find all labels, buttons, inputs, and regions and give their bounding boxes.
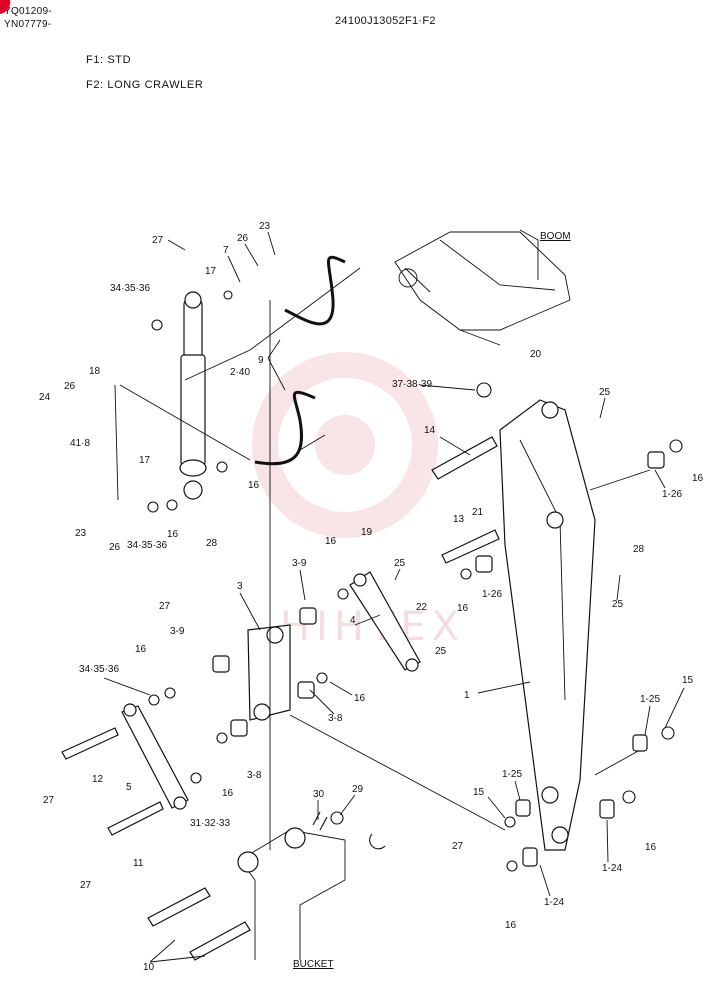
callout-23b: 23 — [75, 528, 87, 539]
callout-34-35-36: 34·35·36 — [110, 283, 150, 294]
callout-17: 17 — [205, 266, 217, 277]
callout-labels: BOOM BUCKET 27 23 26 7 17 34·35·36 9 2·4… — [39, 221, 704, 973]
callout-26c: 26 — [109, 542, 121, 553]
callout-13: 13 — [453, 514, 465, 525]
note-f2: F2: LONG CRAWLER — [86, 79, 204, 91]
watermark-logo — [252, 352, 438, 538]
callout-16h: 16 — [222, 788, 234, 799]
callout-18: 18 — [89, 366, 101, 377]
callout-2-40: 2·40 — [230, 367, 250, 378]
callout-1-25b: 1-25 — [502, 769, 522, 780]
callout-30: 30 — [313, 789, 325, 800]
callout-25: 25 — [599, 387, 611, 398]
callout-10: 10 — [143, 962, 155, 973]
note-f1: F1: STD — [86, 54, 132, 66]
callout-34-35-36b: 34·35·36 — [127, 540, 167, 551]
callout-41-8: 41·8 — [70, 438, 90, 449]
callout-14: 14 — [424, 425, 436, 436]
callout-5: 5 — [126, 782, 132, 793]
callout-1-24b: 1-24 — [544, 897, 564, 908]
pins — [61, 436, 500, 836]
callout-1: 1 — [464, 690, 470, 701]
callout-12: 12 — [92, 774, 104, 785]
callout-1-24: 1-24 — [602, 863, 622, 874]
arm-cylinder — [179, 291, 207, 500]
callout-27b: 27 — [159, 601, 171, 612]
callout-24: 24 — [39, 392, 51, 403]
callout-27d: 27 — [452, 841, 464, 852]
callout-15: 15 — [682, 675, 694, 686]
callout-27e: 27 — [80, 880, 92, 891]
callout-16g: 16 — [354, 693, 366, 704]
callout-3-9: 3-9 — [292, 558, 307, 569]
callout-3-8b: 3-8 — [247, 770, 262, 781]
callout-37-38-39: 37·38·39 — [392, 379, 432, 390]
callout-16e: 16 — [457, 603, 469, 614]
boom-outline — [394, 231, 571, 346]
small-hardware — [147, 290, 683, 872]
callout-15b: 15 — [473, 787, 485, 798]
callout-25c: 25 — [612, 599, 624, 610]
link-5 — [121, 703, 189, 810]
corner-mark — [0, 0, 11, 14]
callout-27c: 27 — [43, 795, 55, 806]
callout-9: 9 — [258, 355, 264, 366]
callout-16c: 16 — [167, 529, 179, 540]
callout-20: 20 — [530, 349, 542, 360]
callout-11: 11 — [133, 858, 144, 869]
label-bucket: BUCKET — [293, 959, 334, 970]
callout-16b: 16 — [692, 473, 704, 484]
callout-31-32-33: 31·32·33 — [190, 818, 230, 829]
callout-28b: 28 — [633, 544, 645, 555]
callout-3-8: 3-8 — [328, 713, 343, 724]
callout-16: 16 — [248, 480, 260, 491]
callout-19: 19 — [361, 527, 373, 538]
callout-26: 26 — [237, 233, 249, 244]
callout-16i: 16 — [645, 842, 657, 853]
hose-lower — [254, 390, 316, 466]
callout-25d: 25 — [435, 646, 447, 657]
callout-22: 22 — [416, 602, 428, 613]
callout-3-9b: 3-9 — [170, 626, 185, 637]
serial-range-1: YQ01209- — [4, 6, 52, 17]
part-number: 24100J13052F1·F2 — [335, 15, 436, 27]
link-4 — [349, 571, 421, 672]
callout-29: 29 — [352, 784, 364, 795]
callout-1-26b: 1-26 — [482, 589, 502, 600]
leader-lines — [114, 229, 651, 850]
callout-21: 21 — [472, 507, 484, 518]
hose-upper — [284, 255, 346, 326]
callout-1-25: 1-25 — [640, 694, 660, 705]
callout-leaders — [103, 231, 685, 963]
callout-23: 23 — [259, 221, 271, 232]
callout-28: 28 — [206, 538, 218, 549]
callout-16f: 16 — [135, 644, 147, 655]
arm-main — [499, 399, 596, 851]
callout-26b: 26 — [64, 381, 76, 392]
callout-16j: 16 — [505, 920, 517, 931]
callout-34-35-36c: 34·35·36 — [79, 664, 119, 675]
bucket-bracket — [147, 827, 346, 961]
serial-range-2: YN07779- — [4, 19, 52, 30]
callout-27: 27 — [152, 235, 164, 246]
callout-17b: 17 — [139, 455, 151, 466]
callout-25b: 25 — [394, 558, 406, 569]
callout-16d: 16 — [325, 536, 337, 547]
callout-3: 3 — [237, 581, 243, 592]
callout-7: 7 — [223, 245, 229, 256]
label-boom: BOOM — [540, 231, 571, 242]
link-3 — [247, 624, 291, 721]
callout-4: 4 — [350, 615, 356, 626]
callout-1-26: 1-26 — [662, 489, 682, 500]
